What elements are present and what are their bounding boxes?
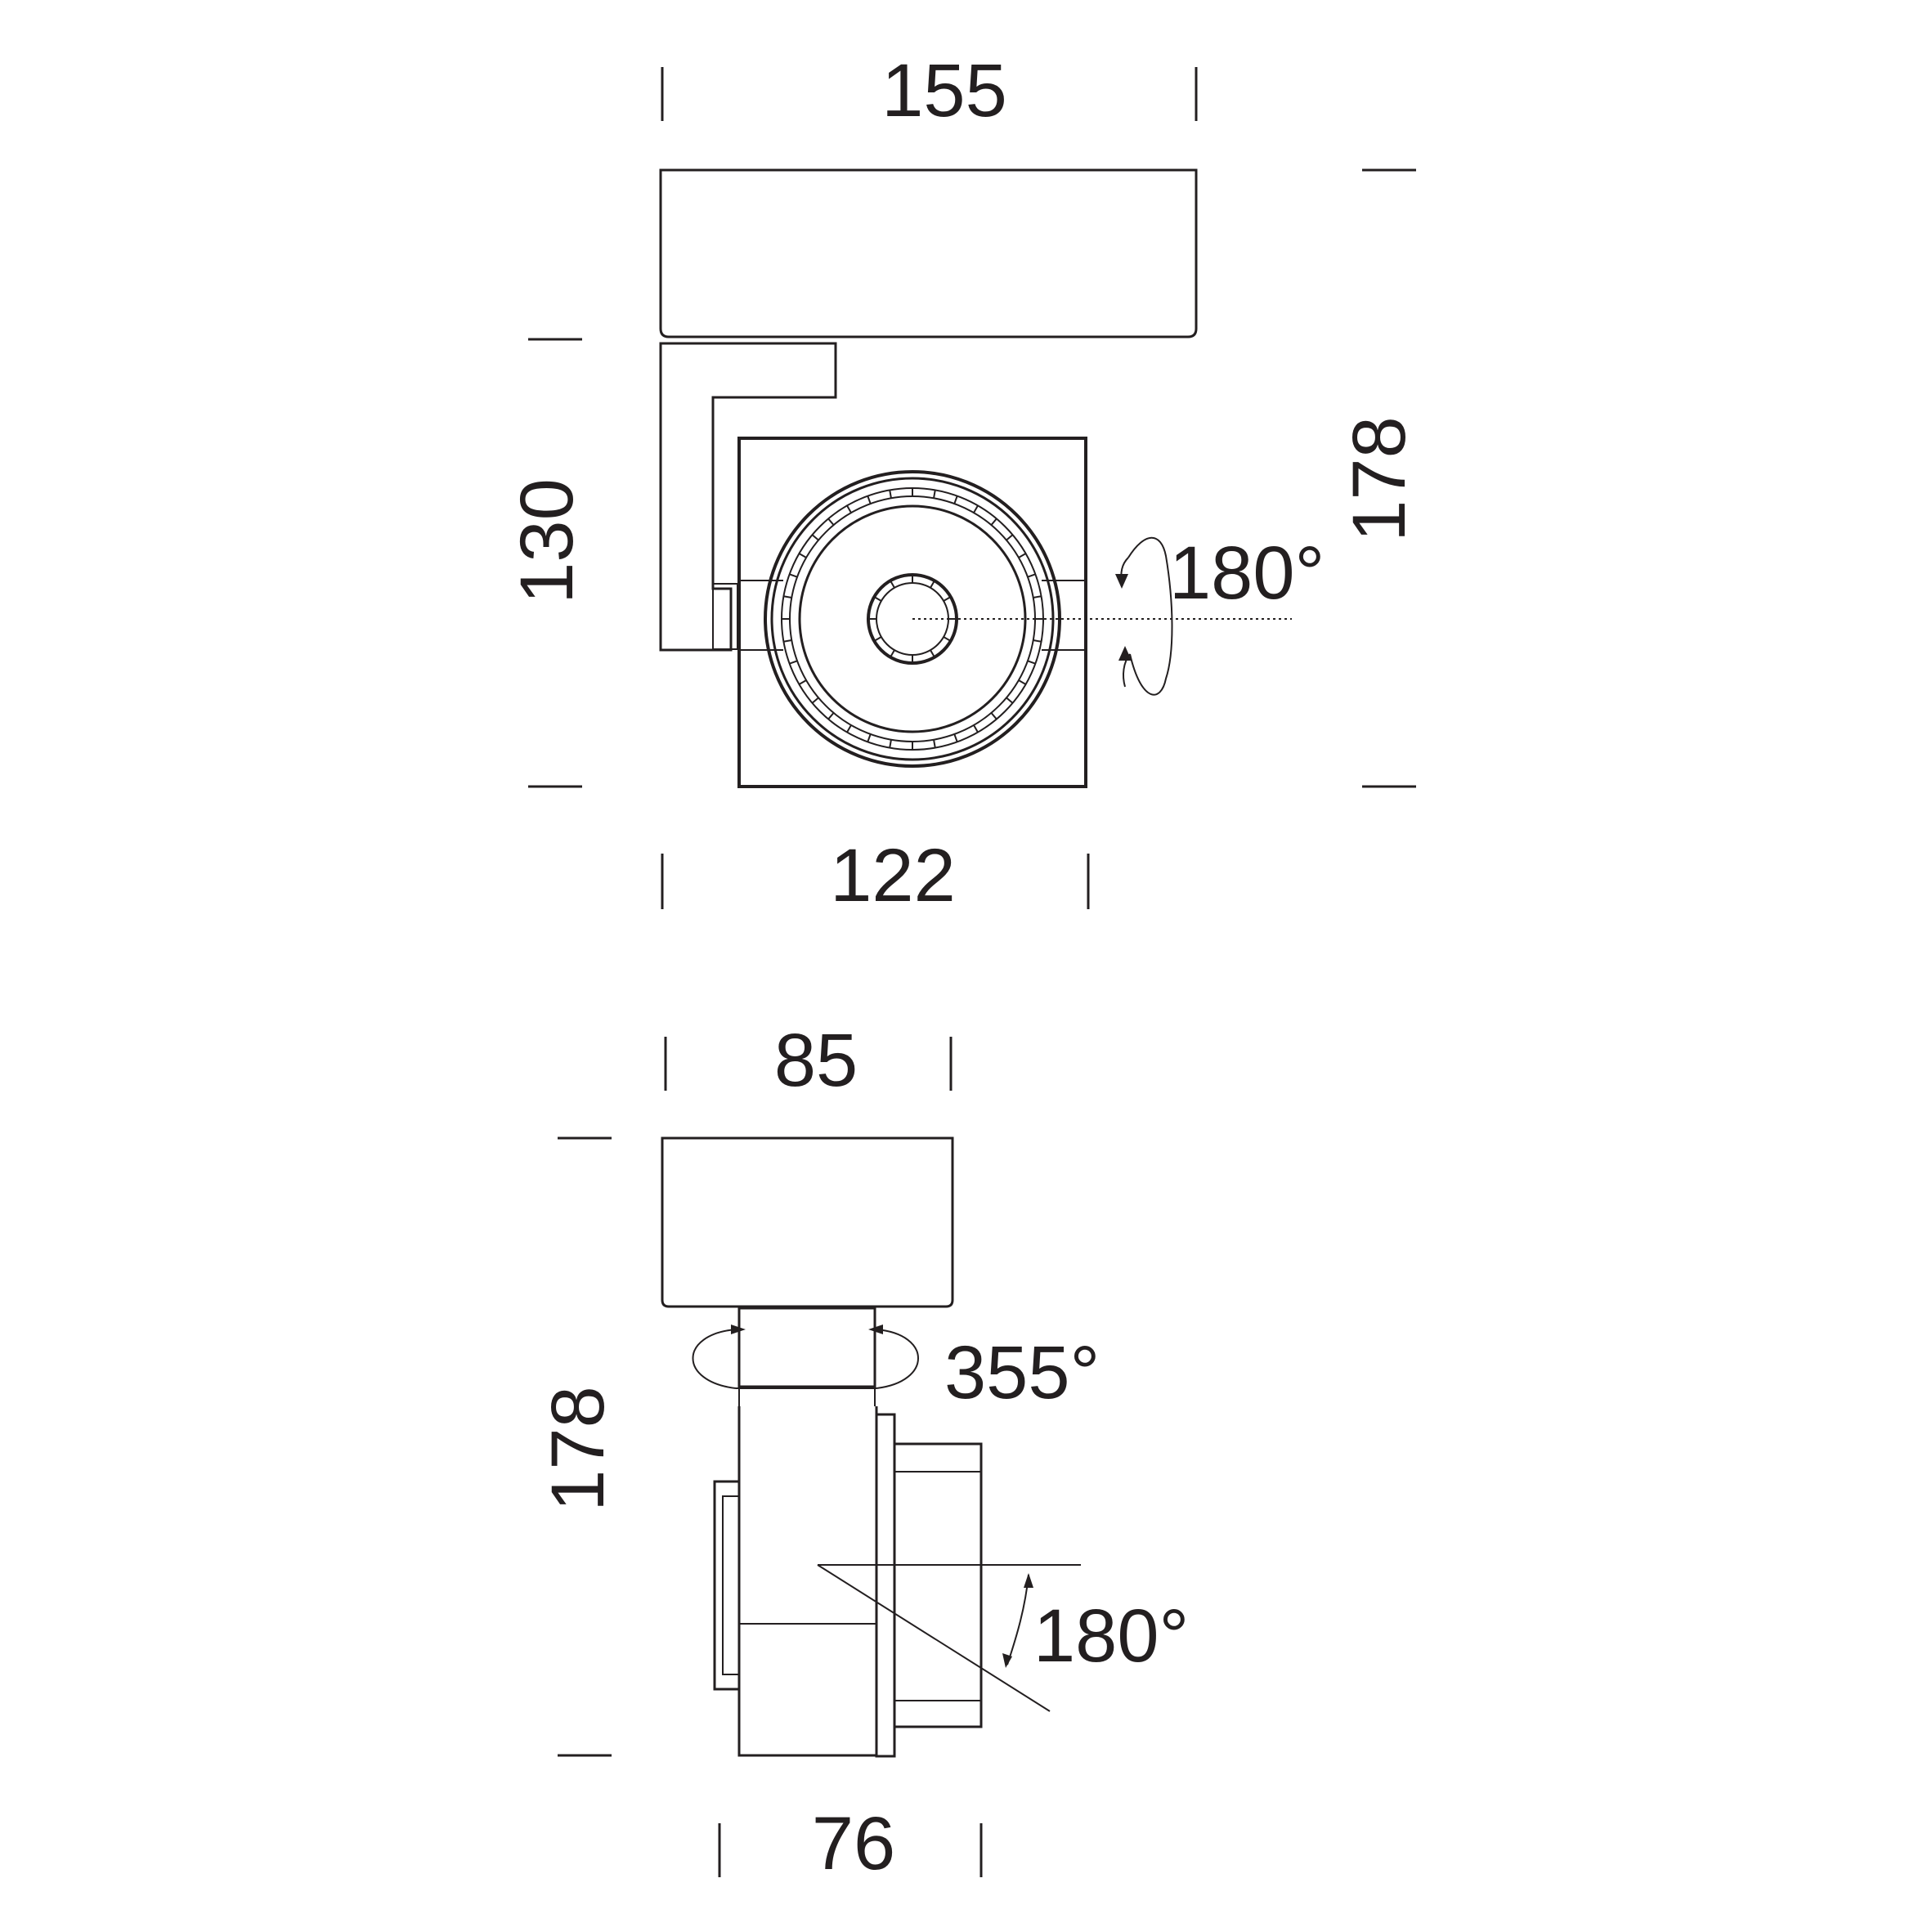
ring-tick: [1018, 553, 1027, 558]
dimension-width-top: 155: [661, 49, 1198, 132]
ring-tick: [798, 553, 807, 558]
ring-tick: [827, 712, 835, 720]
center-ticks: [868, 575, 957, 663]
ring-tick: [846, 504, 852, 513]
center-tick: [873, 596, 882, 602]
tilt-indicator: 180°: [817, 1564, 1189, 1712]
side-view: 85 178 76 355°: [536, 1019, 1189, 1885]
ring-tick: [867, 733, 872, 742]
ring-tick: [1033, 595, 1042, 598]
side-adapter: [661, 1136, 954, 1308]
dim-76-label: 76: [812, 1802, 895, 1885]
center-tick: [943, 636, 952, 642]
ring-tick: [953, 495, 958, 504]
center-tick: [930, 580, 935, 589]
ring-tick: [1027, 573, 1036, 578]
ring-tick: [953, 733, 958, 742]
ring-tick: [990, 712, 997, 720]
center-tick: [930, 649, 935, 658]
ring-tick: [1018, 679, 1027, 685]
ring-tick: [889, 739, 892, 748]
rotation-indicator-front: 180°: [1115, 531, 1325, 696]
ring-tick: [783, 639, 792, 643]
dim-178-right-label: 178: [1338, 416, 1421, 542]
front-rotation-label: 180°: [1169, 531, 1325, 615]
ring-tick: [783, 595, 792, 598]
front-view: 155 130 178 122: [505, 49, 1421, 917]
mounting-arm: [659, 342, 837, 652]
dim-178-left-label: 178: [536, 1386, 620, 1512]
side-stem: [737, 1307, 876, 1388]
dim-155-label: 155: [881, 49, 1007, 132]
dim-85-label: 85: [774, 1019, 858, 1102]
ring-tick: [973, 504, 979, 513]
ring-tick: [889, 490, 892, 499]
ring-tick: [798, 679, 807, 685]
ring-ticks: [782, 488, 1043, 750]
dimension-width-bottom: 122: [661, 834, 1090, 917]
ring-tick: [867, 495, 872, 504]
tilt-label: 180°: [1033, 1594, 1189, 1678]
center-tick: [873, 636, 882, 642]
ring-tick: [933, 490, 936, 499]
ring-tick: [789, 660, 798, 665]
ring-tick: [1006, 697, 1014, 704]
side-lamp-housing: [875, 1413, 983, 1758]
center-tick: [890, 580, 895, 589]
dimension-height-head: 130: [505, 338, 589, 788]
dimension-side-width-bottom: 76: [718, 1802, 983, 1885]
ring-tick: [1027, 660, 1036, 665]
center-tick: [890, 649, 895, 658]
dimension-side-height: 178: [536, 1136, 620, 1757]
side-left-fin: [713, 1480, 741, 1691]
ring-tick: [990, 518, 997, 526]
lens-assembly: [764, 470, 1061, 768]
center-tick: [943, 596, 952, 602]
ring-tick: [827, 518, 835, 526]
dim-130-label: 130: [505, 478, 589, 604]
ring-tick: [846, 724, 852, 733]
dimension-side-width-top: 85: [664, 1019, 953, 1102]
dimension-height-total: 178: [1338, 168, 1421, 788]
ring-tick: [973, 724, 979, 733]
ring-tick: [1033, 639, 1042, 643]
ring-tick: [811, 534, 819, 541]
dim-122-label: 122: [830, 834, 956, 917]
ring-tick: [1006, 534, 1014, 541]
ring-tick: [789, 573, 798, 578]
ring-tick: [811, 697, 819, 704]
track-adapter: [659, 168, 1198, 338]
spot-head-square: [737, 437, 1087, 788]
base-rotation-label: 355°: [944, 1331, 1100, 1414]
side-yoke: [737, 1406, 878, 1757]
ring-tick: [933, 739, 936, 748]
rotation-indicator-base: 355°: [692, 1325, 1100, 1414]
